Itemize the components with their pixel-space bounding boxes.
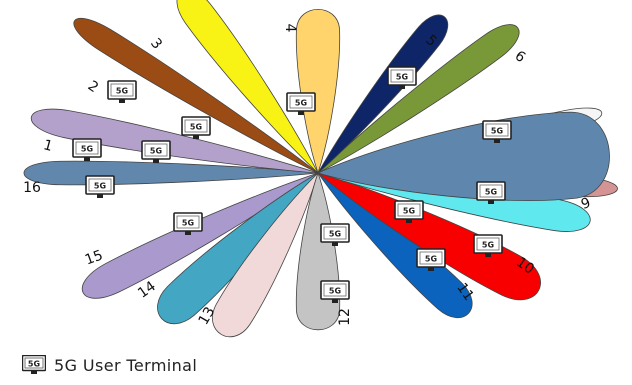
- beam-label-2: 2: [85, 78, 101, 96]
- svg-text:5G: 5G: [396, 73, 408, 82]
- user-terminal-icon: 5G: [173, 212, 203, 235]
- beam-label-1: 1: [42, 137, 55, 155]
- svg-text:5G: 5G: [491, 127, 503, 136]
- beam-label-16: 16: [23, 180, 41, 196]
- svg-text:5G: 5G: [81, 145, 93, 154]
- beam-label-15: 15: [83, 247, 105, 268]
- beam-8: [316, 111, 610, 201]
- svg-text:5G: 5G: [403, 207, 415, 216]
- svg-text:5G: 5G: [116, 87, 128, 96]
- svg-text:5G: 5G: [94, 182, 106, 191]
- user-terminal-icon: 5G: [476, 181, 506, 204]
- beam-1: [30, 108, 319, 174]
- beam-2: [73, 18, 319, 174]
- legend: 5G 5G User Terminal: [22, 352, 197, 378]
- svg-text:5G: 5G: [295, 99, 307, 108]
- beam-label-3: 3: [147, 35, 165, 52]
- user-terminal-icon: 5G: [320, 223, 350, 246]
- svg-text:5G: 5G: [150, 147, 162, 156]
- svg-text:5G: 5G: [482, 241, 494, 250]
- beam-label-4: 4: [282, 24, 298, 33]
- svg-text:5G: 5G: [190, 123, 202, 132]
- beam-13: [212, 171, 319, 338]
- terminal-icon: 5G: [22, 355, 46, 374]
- beam-3: [176, 0, 319, 174]
- legend-label: 5G User Terminal: [54, 355, 198, 375]
- user-terminal-icon: 5G: [141, 140, 171, 163]
- user-terminal-icon: 5G: [286, 92, 316, 115]
- svg-text:5G: 5G: [329, 287, 341, 296]
- user-terminal-icon: 5G: [320, 280, 350, 303]
- user-terminal-icon: 5G: [72, 138, 102, 161]
- beam-5: [317, 14, 449, 174]
- svg-text:5G: 5G: [425, 255, 437, 264]
- svg-text:5G: 5G: [329, 230, 341, 239]
- beam-15: [82, 172, 319, 299]
- user-terminal-icon: 5G: [387, 66, 417, 89]
- user-terminal-icon: 5G: [482, 120, 512, 143]
- svg-text:5G: 5G: [28, 360, 40, 369]
- beam-label-12: 12: [337, 308, 353, 326]
- user-terminal-icon: 5G: [85, 175, 115, 198]
- user-terminal-icon: 5G: [416, 248, 446, 271]
- user-terminal-icon: 5G: [473, 234, 503, 257]
- svg-text:5G: 5G: [485, 188, 497, 197]
- user-terminal-icon: 5G: [394, 200, 424, 223]
- svg-text:5G: 5G: [182, 219, 194, 228]
- user-terminal-icon: 5G: [181, 116, 211, 139]
- beam-6: [317, 24, 520, 174]
- beam-label-6: 6: [512, 48, 529, 66]
- user-terminal-icon: 5G: [107, 80, 137, 103]
- beam-label-13: 13: [196, 304, 219, 327]
